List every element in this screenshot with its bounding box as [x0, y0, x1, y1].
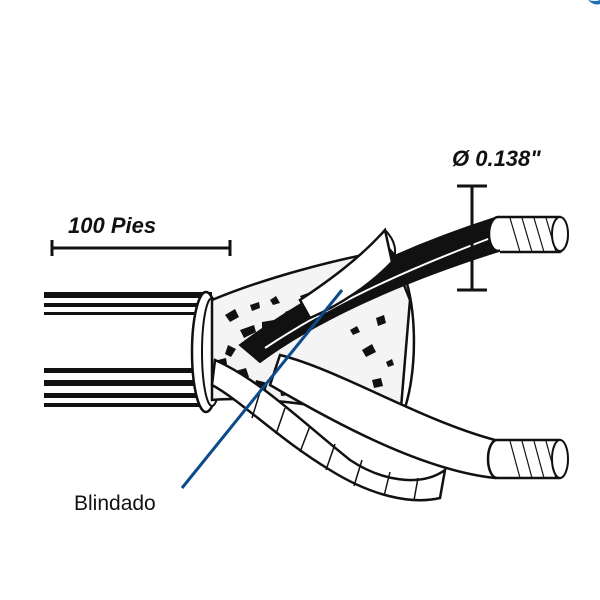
corner-accent	[588, 0, 600, 5]
cable-jacket	[44, 290, 223, 414]
shield-label: Blindado	[74, 492, 156, 515]
peeled-foil-top	[298, 227, 397, 320]
conductor-bottom	[268, 353, 569, 480]
diameter-dimension: Ø 0.138"	[452, 146, 541, 292]
shield-callout: Blindado	[74, 289, 344, 515]
length-label: 100 Pies	[68, 213, 156, 238]
length-dimension: 100 Pies	[50, 213, 232, 256]
leader-line	[180, 289, 344, 489]
conductor-top	[238, 215, 569, 364]
drain-ribbon	[210, 358, 447, 502]
diameter-label: Ø 0.138"	[452, 146, 541, 171]
